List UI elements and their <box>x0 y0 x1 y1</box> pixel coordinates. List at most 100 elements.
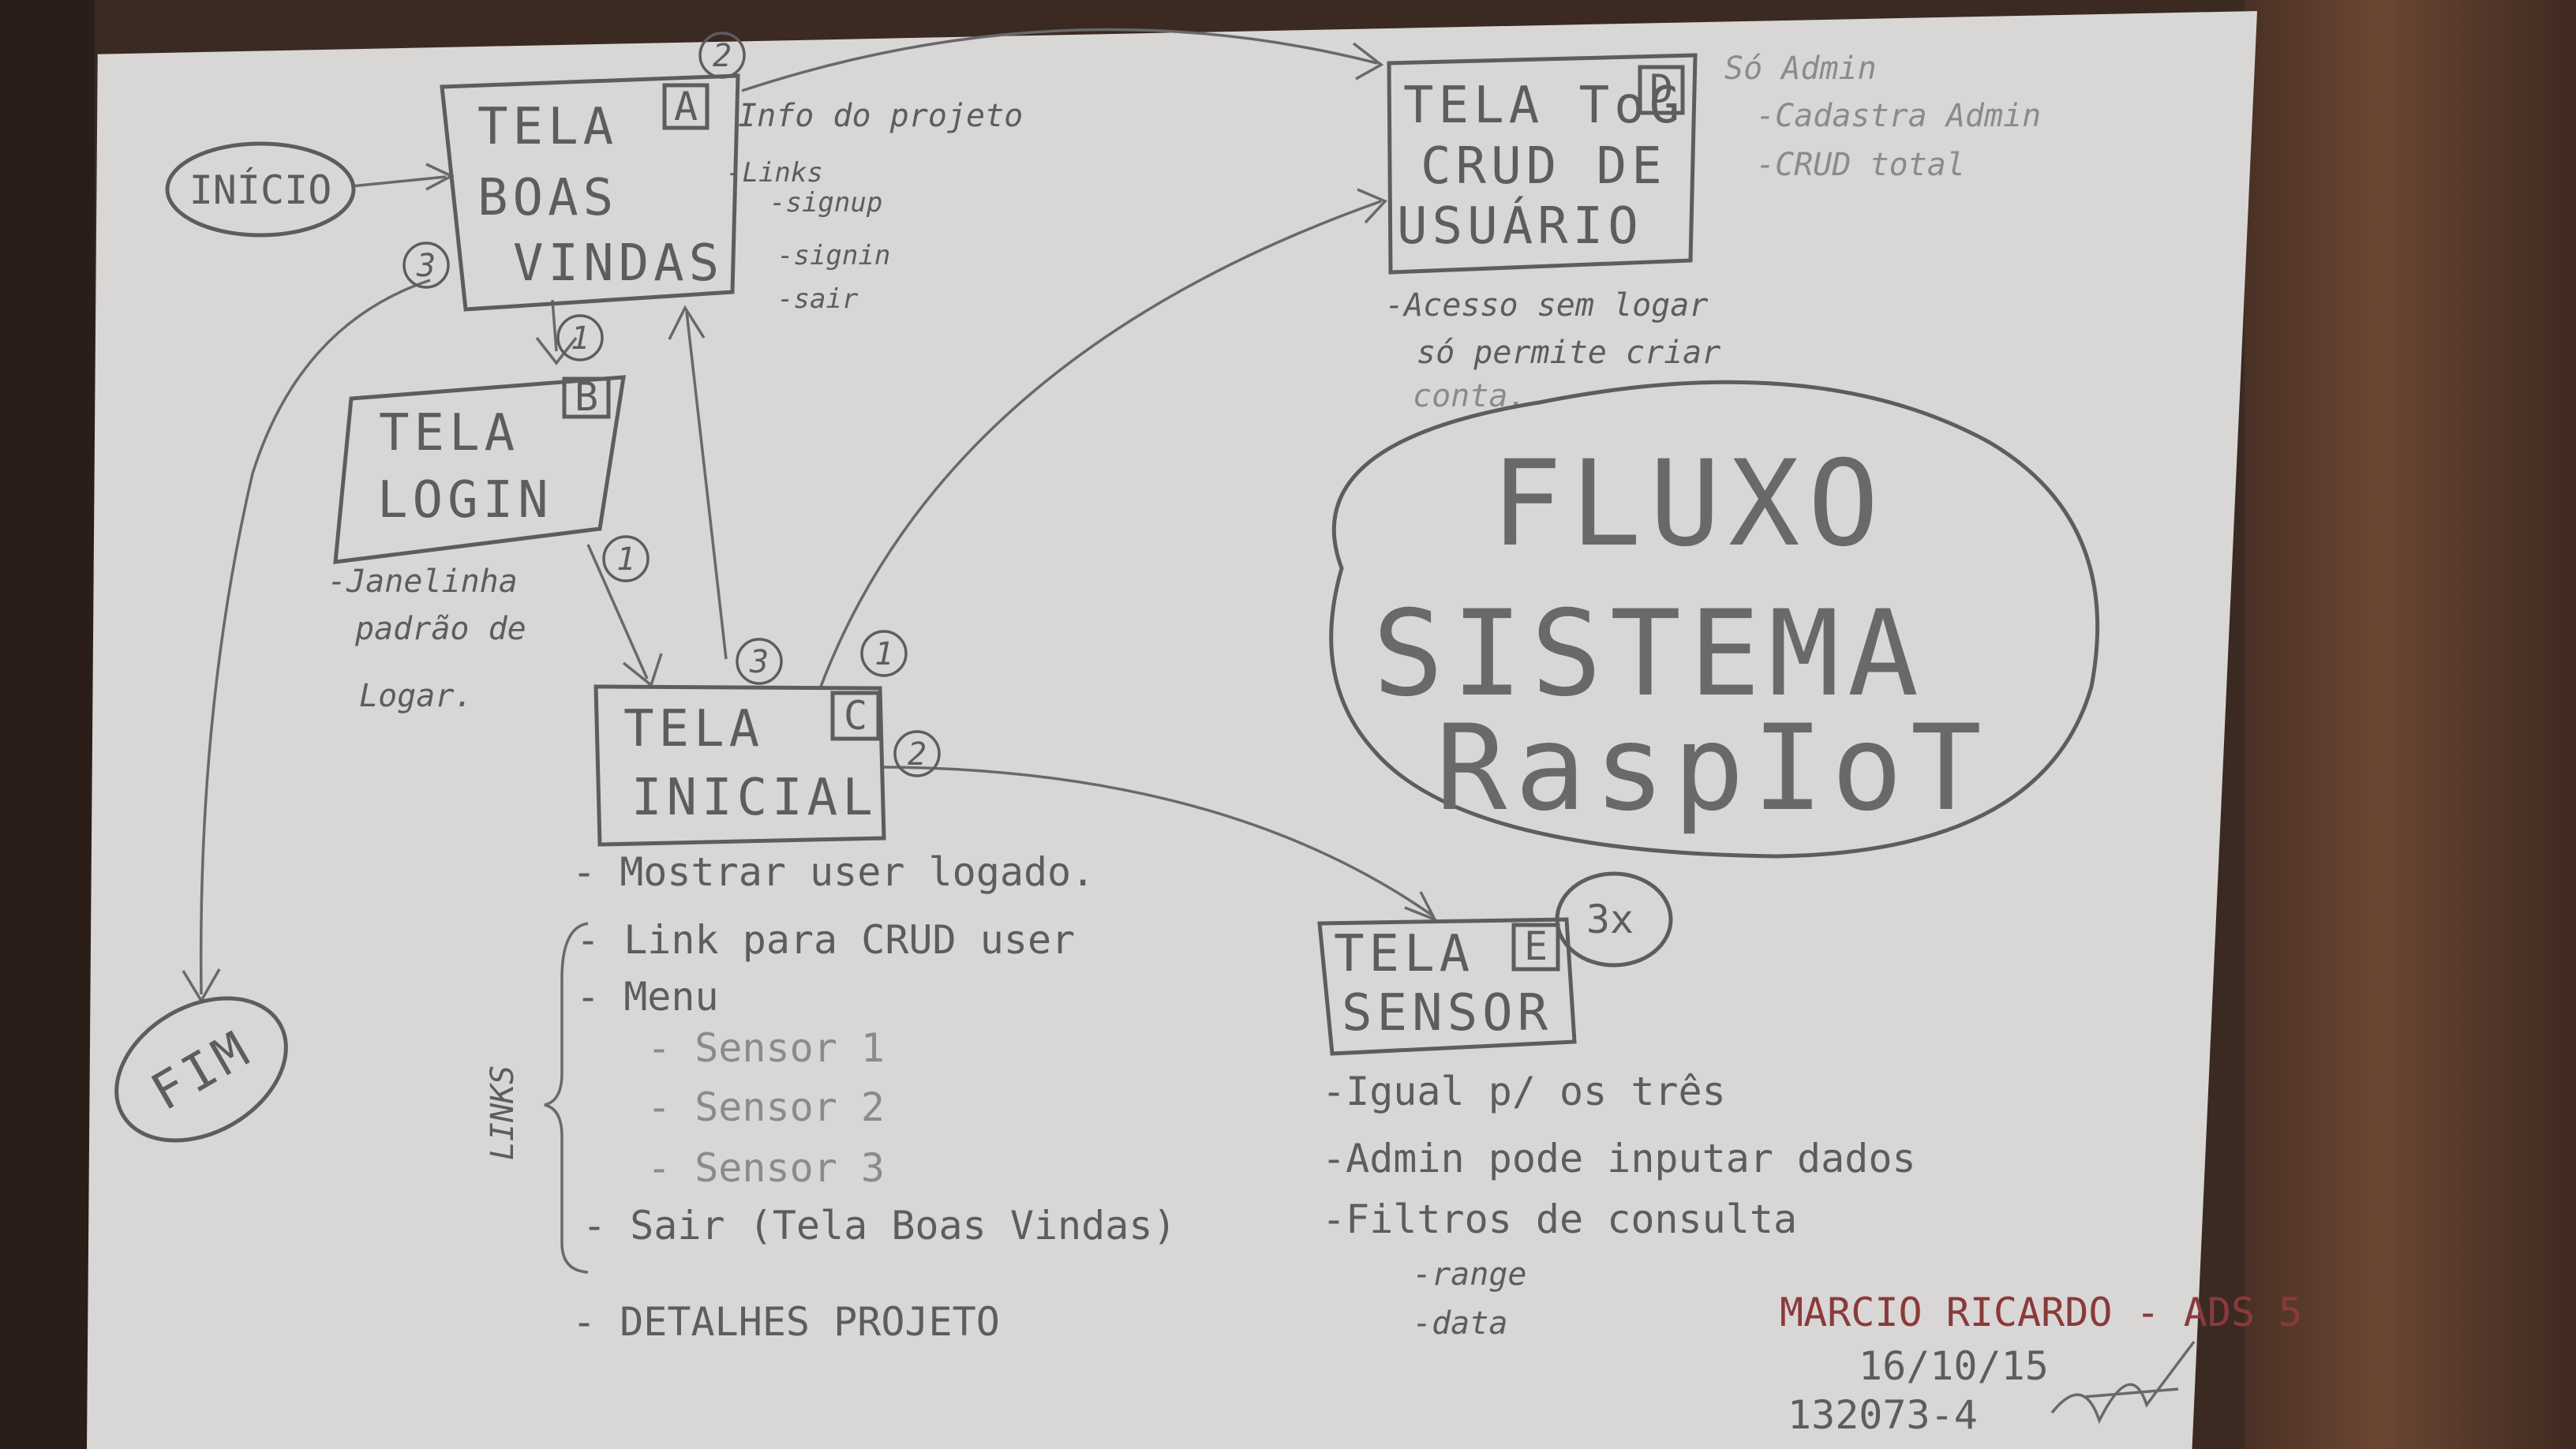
badge-b-circle <box>602 535 650 582</box>
edge-welcome-to-end <box>199 279 431 995</box>
screen-e-corner <box>1511 923 1560 972</box>
note-c-7: - DETALHES PROJETO <box>572 1299 1000 1345</box>
screen-a-box <box>440 73 740 312</box>
screen-e-notes: -Igual p/ os três -Admin pode inputar da… <box>1322 1069 1916 1342</box>
table-surface-left <box>0 0 95 1449</box>
links-brace-label: LINKS <box>485 1065 521 1160</box>
screen-d-notes-top: Só Admin -Cadastra Admin -CRUD total <box>1724 51 2041 183</box>
edge-inicial-to-crud-head <box>1357 188 1387 224</box>
screen-a-line3: VINDAS <box>513 234 724 293</box>
screen-b-corner <box>562 376 611 419</box>
note-c-0: - Mostrar user logado. <box>572 849 1095 895</box>
sensor-multiplier: 3x <box>1555 871 1673 968</box>
badge-a-bottom-circle <box>556 314 604 361</box>
sensor-multiplier-text: 3x <box>1586 897 1634 942</box>
note-a-4: -sair <box>777 283 859 315</box>
badge-a-bottom-text: 1 <box>571 320 590 357</box>
paper-sheet <box>87 11 2257 1449</box>
edge-welcome-to-login-head <box>535 336 578 365</box>
note-a-0: Info do projeto <box>738 98 1023 134</box>
end-label: FIM <box>142 1019 263 1122</box>
screen-d-corner <box>1638 65 1685 115</box>
edge-start-to-welcome <box>350 175 447 188</box>
note-c-6: - Sair (Tela Boas Vindas) <box>582 1203 1177 1249</box>
screen-d-line2: CRUD DE <box>1421 137 1667 196</box>
screen-e-letter: E <box>1524 923 1548 969</box>
screen-a-notes: Info do projeto -Links -signup -signin -… <box>726 98 1023 315</box>
badge-c-right-circle <box>860 630 908 677</box>
screen-e-box <box>1317 917 1577 1056</box>
badge-a-left: 3 <box>402 242 450 289</box>
badge-c-right: 1 <box>860 630 908 677</box>
screen-c-line1: TELA <box>623 700 764 758</box>
title-bubble: FLUXO SISTEMA RaspIoT <box>1329 380 2100 859</box>
screen-a-welcome: A TELA BOAS VINDAS <box>440 73 740 312</box>
screen-c-line2: INICIAL <box>631 769 878 827</box>
screen-a-line2: BOAS <box>477 169 618 227</box>
badge-c-left: 3 <box>736 638 783 685</box>
screen-a-corner <box>662 83 710 130</box>
edge-inicial-to-welcome-head <box>668 305 706 340</box>
badge-b: 1 <box>602 535 650 582</box>
screen-e-line1: TELA <box>1334 925 1474 983</box>
edge-inicial-to-crud <box>819 200 1382 687</box>
badge-c-left-text: 3 <box>749 644 769 680</box>
badge-a-top-text: 2 <box>713 38 732 74</box>
edge-login-to-inicial <box>586 544 649 680</box>
screen-b-login: B TELA LOGIN <box>333 374 626 564</box>
screen-d-letter: D <box>1649 66 1673 112</box>
screen-b-line1: TELA <box>379 404 519 462</box>
screen-a-letter: A <box>674 84 698 129</box>
note-e-4: -data <box>1413 1305 1507 1342</box>
badge-a-top-circle <box>698 32 746 79</box>
badge-c-side-circle <box>893 730 941 777</box>
title-line-2: SISTEMA <box>1372 586 1926 723</box>
note-c-5: - Sensor 3 <box>647 1145 885 1191</box>
start-node: INÍCIO <box>165 141 356 238</box>
badge-c-right-text: 1 <box>874 636 893 672</box>
start-label: INÍCIO <box>189 167 332 213</box>
screen-b-line2: LOGIN <box>377 471 553 530</box>
note-b-1: padrão de <box>354 611 526 647</box>
note-c-1: - Link para CRUD user <box>576 917 1075 963</box>
start-ellipse <box>165 141 356 238</box>
note-e-3: -range <box>1413 1256 1527 1293</box>
note-c-3: - Sensor 1 <box>647 1025 885 1071</box>
signature-date: 16/10/15 <box>1859 1343 2049 1389</box>
links-brace <box>544 922 589 1274</box>
note-b-2: Logar. <box>359 678 474 714</box>
badge-a-top: 2 <box>698 32 746 79</box>
end-ellipse <box>114 996 288 1143</box>
screen-d-crud: D TELA ToG CRUD DE USUÁRIO <box>1387 53 1698 275</box>
screen-b-notes: -Janelinha padrão de Logar. <box>328 564 526 714</box>
screen-d-line1: TELA ToG <box>1403 77 1684 135</box>
screen-d-box <box>1387 53 1698 275</box>
note-a-3: -signin <box>777 240 890 271</box>
signature-name: MARCIO RICARDO - ADS 5 <box>1780 1290 2302 1335</box>
badge-a-left-text: 3 <box>416 248 436 284</box>
title-line-1: FLUXO <box>1491 436 1887 573</box>
note-a-1: -Links <box>726 157 823 189</box>
edge-inicial-to-welcome <box>685 311 728 660</box>
note-e-0: -Igual p/ os três <box>1322 1069 1726 1114</box>
sensor-multiplier-ellipse <box>1555 871 1673 968</box>
note-e-1: -Admin pode inputar dados <box>1322 1136 1916 1181</box>
edge-inicial-to-sensor-head <box>1404 891 1438 923</box>
edge-welcome-to-crud <box>741 28 1378 92</box>
screen-d-notes-bottom: -Acesso sem logar só permite criar conta… <box>1385 287 1720 414</box>
note-e-2: -Filtros de consulta <box>1322 1196 1797 1242</box>
table-surface-right <box>2245 0 2576 1449</box>
note-a-2: -signup <box>769 187 882 219</box>
note-d-top-1: -Cadastra Admin <box>1756 98 2041 134</box>
badge-a-left-circle <box>402 242 450 289</box>
screen-c-inicial: C TELA INICIAL <box>593 684 886 847</box>
note-d-bottom-0: -Acesso sem logar <box>1385 287 1708 324</box>
screen-d-line3: USUÁRIO <box>1397 196 1643 256</box>
signature-id: 132073-4 <box>1788 1392 1978 1438</box>
signature-scribble <box>2050 1340 2196 1425</box>
note-d-bottom-1: só permite criar <box>1417 335 1720 371</box>
badge-c-left-circle <box>736 638 783 685</box>
badge-c-side-text: 2 <box>908 736 927 773</box>
title-bubble-outline <box>1329 380 2100 859</box>
edge-welcome-to-login <box>551 299 558 352</box>
